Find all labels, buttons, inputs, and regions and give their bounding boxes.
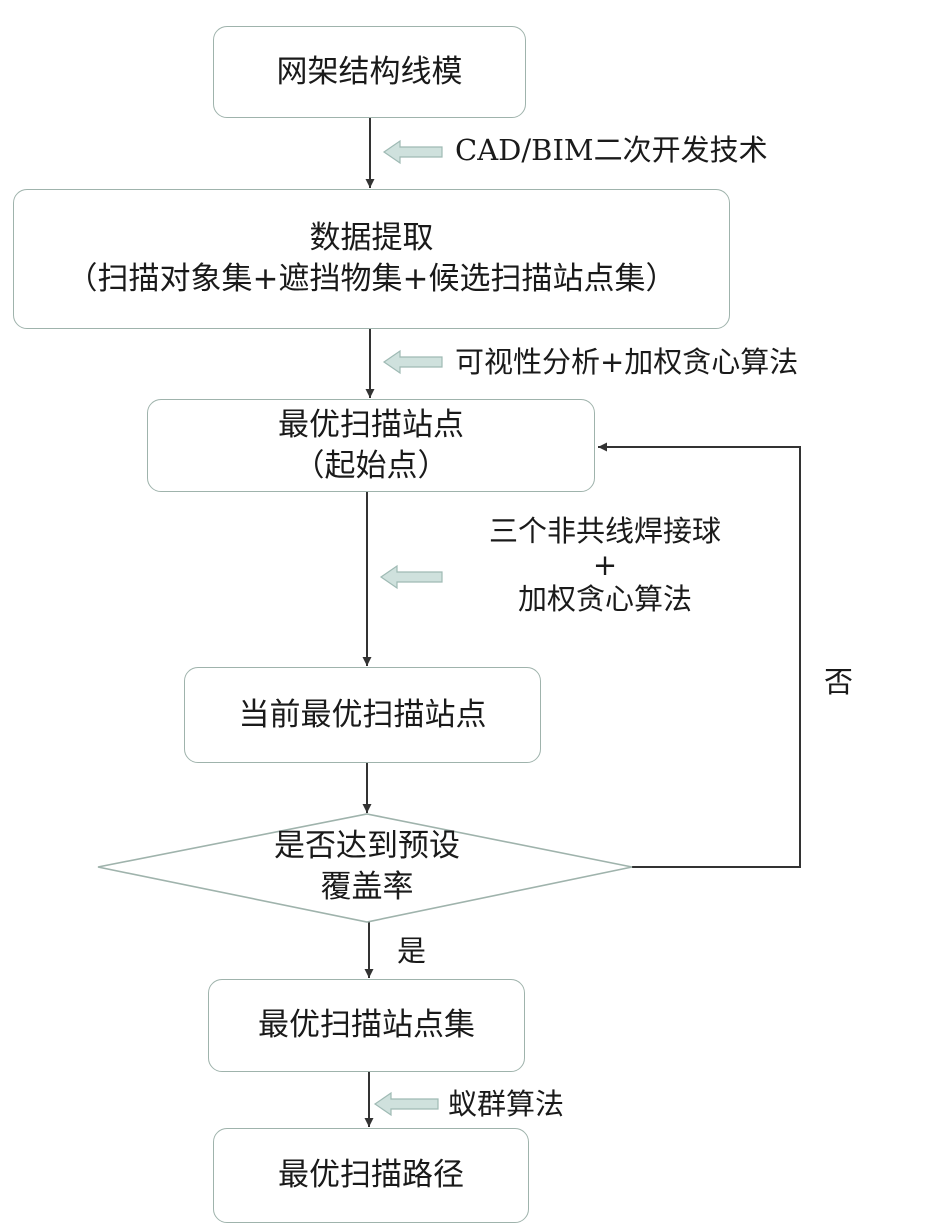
branch-label-no: 否 (824, 665, 854, 699)
node-optimal-scan-path-label: 最优扫描路径 (278, 1157, 464, 1193)
node-optimal-scan-path: 最优扫描路径 (213, 1128, 529, 1223)
decision-text-line1: 是否达到预设 (274, 828, 460, 864)
decision-text-line2: 覆盖率 (320, 869, 414, 905)
node-data-extraction: 数据提取 （扫描对象集+遮挡物集+候选扫描站点集） (13, 189, 730, 329)
node-wireframe-model-label: 网架结构线模 (276, 53, 463, 90)
node-data-extraction-detail: （扫描对象集+遮挡物集+候选扫描站点集） (66, 261, 677, 297)
arrow-decision-no-loop (598, 442, 801, 868)
decision-text: 是否达到预设 覆盖率 (200, 826, 534, 908)
node-optimal-station-set-label: 最优扫描站点集 (258, 1007, 475, 1043)
annotation-welds-line1: 三个非共线焊接球 (488, 514, 721, 548)
hint-arrow-welds (379, 564, 443, 590)
annotation-ant-colony: 蚁群算法 (448, 1087, 565, 1121)
node-wireframe-model: 网架结构线模 (213, 26, 526, 118)
annotation-cad-bim: CAD/BIM二次开发技术 (455, 133, 768, 167)
decision-diamond (97, 813, 633, 923)
hint-arrow-cad-bim (382, 139, 443, 165)
branch-label-yes: 是 (397, 934, 427, 968)
node-current-optimal-station-label: 当前最优扫描站点 (238, 696, 487, 733)
hint-arrow-ant-colony (373, 1091, 439, 1117)
annotation-visibility-analysis: 可视性分析+加权贪心算法 (455, 345, 799, 379)
node-optimal-start-station: 最优扫描站点 （起始点） (147, 399, 595, 492)
node-optimal-start-station-subtitle: （起始点） (293, 447, 449, 484)
node-current-optimal-station: 当前最优扫描站点 (184, 667, 541, 763)
annotation-welds-plus: + (592, 548, 618, 582)
node-optimal-station-set: 最优扫描站点集 (208, 979, 525, 1072)
hint-arrow-visibility (382, 349, 443, 375)
node-optimal-start-station-title: 最优扫描站点 (278, 406, 464, 443)
annotation-welds: 三个非共线焊接球 + 加权贪心算法 (455, 512, 755, 618)
annotation-welds-line3: 加权贪心算法 (517, 582, 692, 616)
node-data-extraction-title: 数据提取 (309, 220, 434, 256)
